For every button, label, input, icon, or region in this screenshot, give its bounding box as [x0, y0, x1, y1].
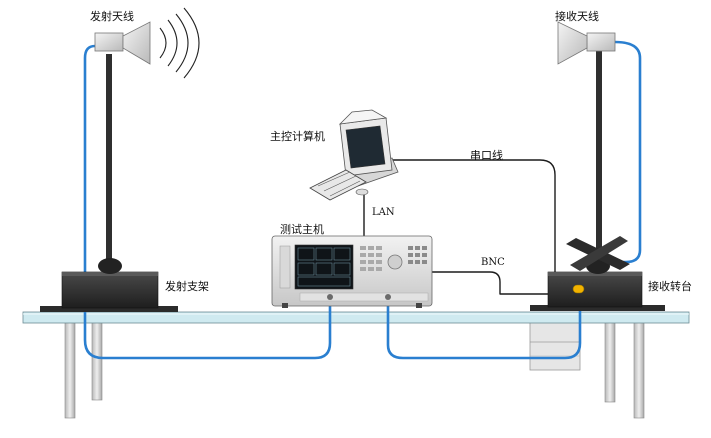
- radiation-waves-icon: [159, 7, 200, 79]
- receive-turntable: [530, 50, 665, 311]
- label-host-computer: 主控计算机: [270, 130, 325, 143]
- transmit-stand: [40, 54, 178, 312]
- lower-cabinet: [529, 321, 581, 371]
- control-cables: [363, 159, 556, 295]
- label-rx-antenna: 接收天线: [555, 10, 599, 23]
- label-tx-stand: 发射支架: [165, 280, 209, 293]
- label-test-host: 测试主机: [280, 223, 324, 236]
- label-rx-turntable: 接收转台: [648, 280, 692, 293]
- label-lan: LAN: [372, 207, 395, 218]
- rotation-cross-icon: [566, 236, 630, 271]
- host-computer-icon: [309, 109, 399, 201]
- label-serial-line: 串口线: [470, 149, 503, 162]
- test-table: [22, 311, 690, 324]
- label-bnc: BNC: [481, 257, 505, 268]
- label-tx-antenna: 发射天线: [90, 10, 134, 23]
- test-host-instrument-icon: [271, 235, 433, 308]
- transmit-horn-antenna: [94, 21, 151, 65]
- status-led-icon: [572, 284, 585, 294]
- receive-horn-antenna: [557, 21, 616, 65]
- rf-cables: [83, 40, 642, 360]
